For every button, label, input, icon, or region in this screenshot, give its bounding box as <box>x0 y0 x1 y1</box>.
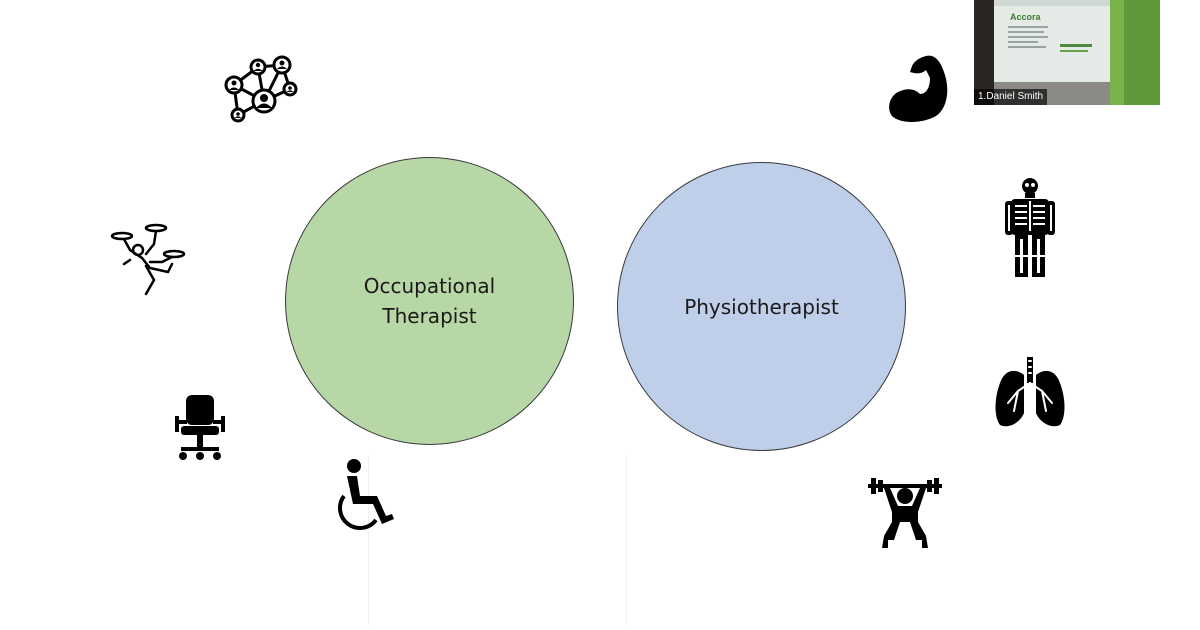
weightlifter-icon <box>868 478 942 550</box>
skeleton-icon <box>1003 177 1057 277</box>
office-chair-icon <box>173 394 227 462</box>
wheelchair-icon <box>332 458 394 534</box>
flexed-bicep-icon <box>886 52 950 124</box>
occupational-therapist-label-line1: Occupational <box>363 274 496 298</box>
physiotherapist-label: Physiotherapist <box>684 294 839 319</box>
video-participant-tile[interactable]: Accora 1.Daniel Smith <box>974 0 1160 105</box>
network-icon <box>222 55 300 125</box>
occupational-therapist-circle: Occupational Therapist <box>285 157 574 445</box>
divider-line-right <box>626 455 627 625</box>
occupational-therapist-label-line2: Therapist <box>382 304 477 328</box>
participant-name-label: 1.Daniel Smith <box>974 89 1048 105</box>
participant-video-feed: Accora <box>974 0 1160 105</box>
juggling-person-icon <box>110 220 190 298</box>
wall-brand-text: Accora <box>1010 12 1042 22</box>
physiotherapist-circle: Physiotherapist <box>617 162 906 451</box>
lungs-icon <box>994 357 1066 429</box>
divider-line-left <box>368 455 369 625</box>
